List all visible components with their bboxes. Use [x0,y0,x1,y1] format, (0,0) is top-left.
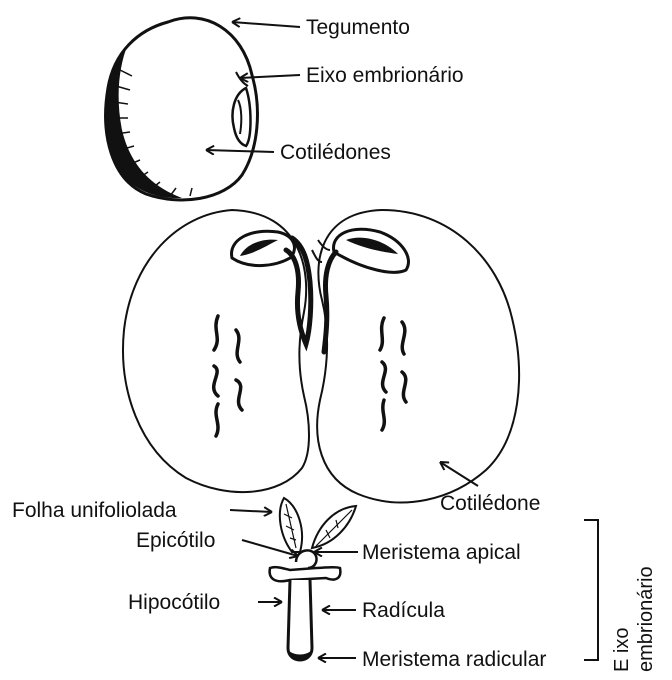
bracket-label-line1: E ixo [611,628,633,672]
label-tegumento: Tegumento [306,16,410,39]
arrow-tegumento [232,22,300,27]
label-cotiledones: Cotilédones [280,141,391,164]
label-epicotilo: Epicótilo [136,529,215,552]
label-meristema-radicular: Meristema radicular [362,648,546,671]
axis-radicle [288,580,312,660]
label-eixo-embrionario: Eixo embrionário [306,64,464,87]
label-folha-unifoliolada: Folha unifoliolada [12,499,177,522]
label-radicula: Radícula [362,599,445,622]
axis-apex [296,550,317,568]
embryonic-axis [270,498,356,661]
label-hipocotilo: Hipocótilo [128,591,220,614]
bracket-label-line2: embrionário [635,566,657,672]
whole-seed [106,18,258,200]
axis-hypocotyl-arms [270,567,341,581]
label-meristema-apical: Meristema apical [362,541,521,564]
open-seed [123,210,519,502]
arrow-folha-unifoliolada [230,510,272,512]
label-cotiledone: Cotilédone [440,492,540,515]
bracket-eixo-embrionario [584,520,598,660]
bracket-label: E ixo embrionário [611,566,657,672]
